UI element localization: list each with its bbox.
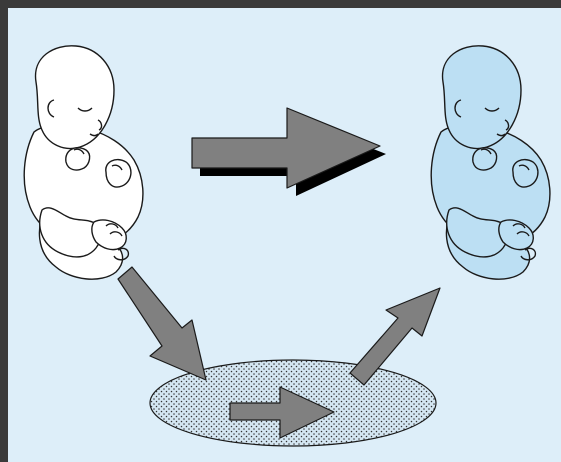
diagonal-up-arrow-icon xyxy=(350,288,440,385)
fetus-left-icon xyxy=(24,46,143,279)
fetus-right-icon xyxy=(431,46,550,279)
diagonal-down-arrow-icon xyxy=(118,267,206,380)
large-right-arrow-icon xyxy=(192,108,386,196)
